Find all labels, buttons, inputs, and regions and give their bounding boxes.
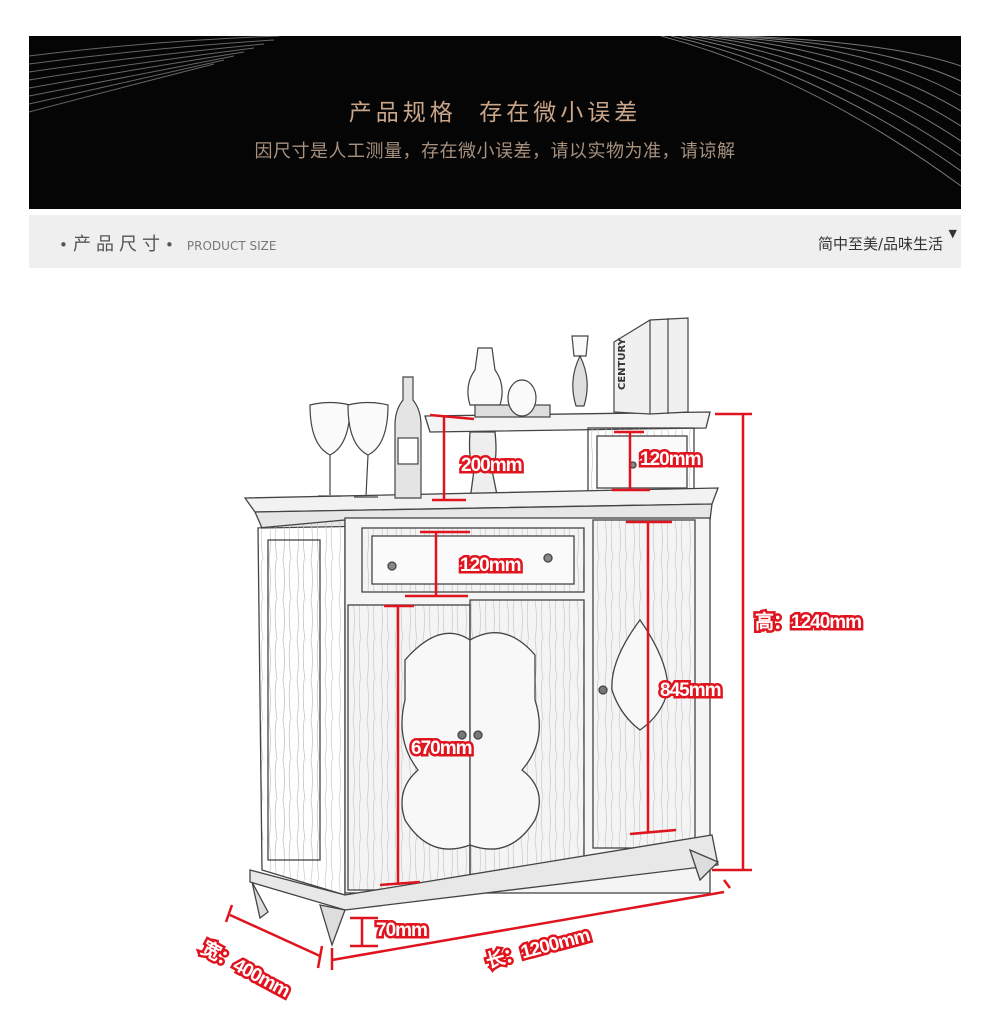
dimension-top-drawer: 120mm [640,449,701,470]
dimension-top-height: 200mm [461,455,522,476]
triangle-icon: ▼ [948,227,957,240]
book-title: CENTURY [617,337,628,390]
dimension-door: 670mm [411,738,472,759]
decorative-lines-left [29,36,280,113]
dimension-width: 宽：400mm [198,936,294,1002]
dimension-height: 高：1240mm [755,610,861,633]
banner-title: 产品规格 存在微小误差 [348,100,642,126]
product-size-header: • 产品尺寸• PRODUCT SIZE 简中至美/品味生活 ▼ [29,215,961,268]
spec-banner: 产品规格 存在微小误差 因尺寸是人工测量，存在微小误差，请以实物为准，请谅解 [29,36,961,209]
section-heading: • 产品尺寸• PRODUCT SIZE [59,230,276,256]
slogan: 简中至美/品味生活 [817,235,943,253]
dimension-drawer: 120mm [460,555,521,576]
dimension-right-door: 845mm [660,680,721,701]
dimension-leg: 70mm [376,920,427,941]
section-subtitle: PRODUCT SIZE [186,239,277,253]
cabinet-drawing: CENTURY 200mm 120mm 120mm 670mm 845mm 高：… [195,317,865,1004]
bullet-icon: • [164,236,174,254]
decorative-lines-right [661,36,961,187]
bullet-icon: • [59,236,68,254]
banner-subtitle: 因尺寸是人工测量，存在微小误差，请以实物为准，请谅解 [254,141,736,162]
section-title: 产品尺寸 [72,234,165,255]
